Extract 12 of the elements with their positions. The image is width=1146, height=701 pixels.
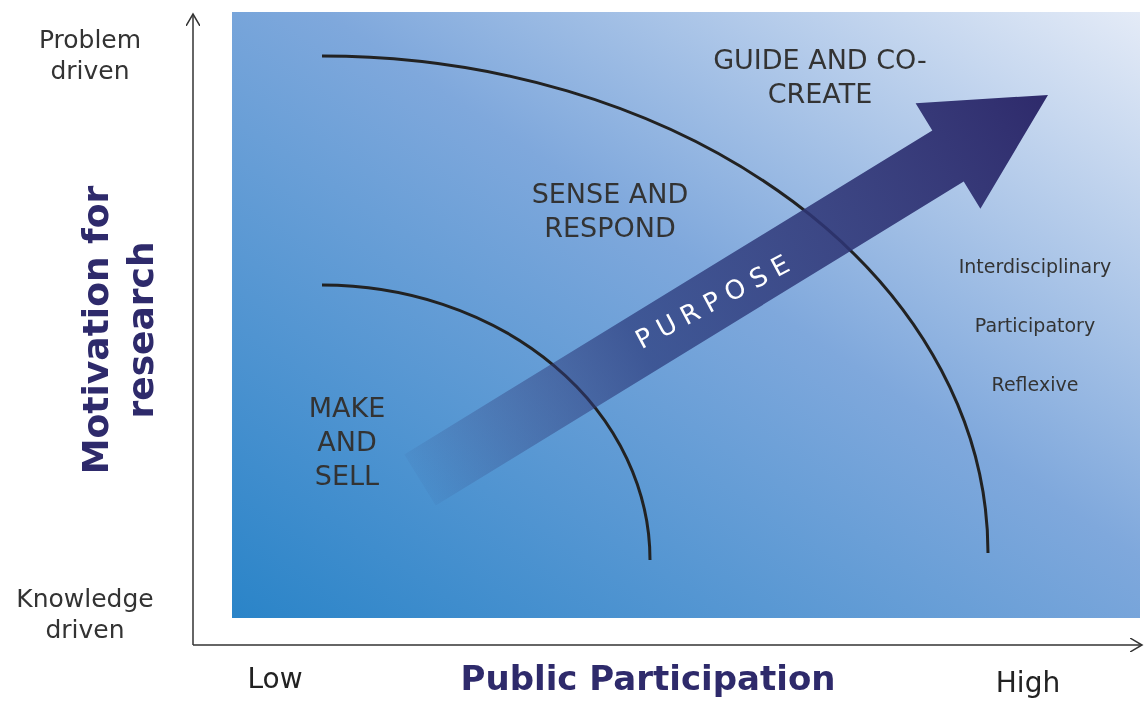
zone-label: GUIDE AND CO-CREATE (712, 43, 928, 111)
axis-title: Public Participation (459, 656, 837, 700)
tick-label: High (994, 664, 1062, 700)
axis-label: Problem driven (37, 23, 143, 87)
zone-label: MAKE AND SELL (307, 391, 387, 493)
axis-label: Knowledge driven (15, 582, 155, 646)
axis-title: Motivation for research (74, 184, 162, 477)
trait-label: Interdisciplinary (957, 255, 1113, 279)
trait-label: Participatory (973, 314, 1097, 338)
tick-label: Low (246, 660, 304, 696)
trait-label: Reflexive (990, 373, 1080, 397)
zone-label: SENSE AND RESPOND (530, 177, 690, 245)
